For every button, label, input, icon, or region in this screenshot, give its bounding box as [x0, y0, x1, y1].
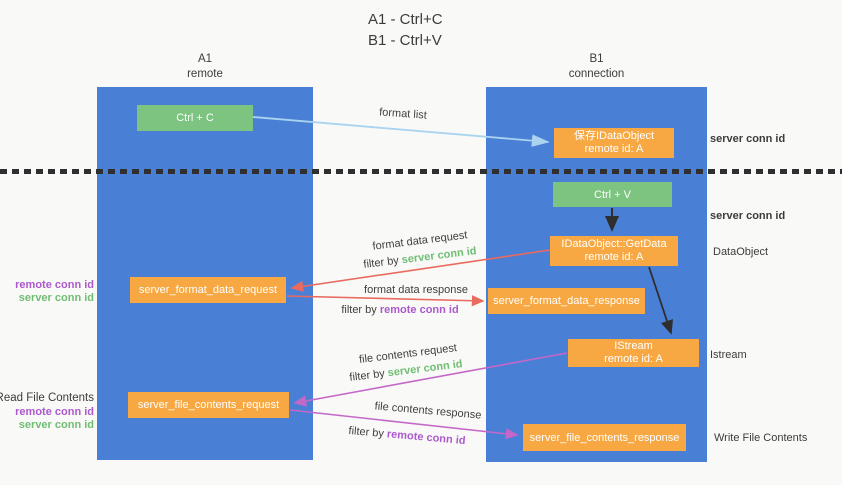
right-label-write-file-contents: Write File Contents — [714, 432, 808, 444]
title-line-2: B1 - Ctrl+V — [368, 32, 442, 49]
node-file-request-label: server_file_contents_request — [137, 399, 280, 411]
node-istream-line1: IStream — [614, 340, 653, 352]
lifeline-b1-id: B1 — [589, 53, 604, 65]
server-conn-id-text: server conn id — [401, 245, 478, 267]
lifeline-header-a1: A1 remote — [97, 52, 313, 82]
edge-label-filter-by-remote-conn-id-1: filter by remote conn id — [341, 304, 458, 316]
edge-label-filter-by-remote-conn-id-2: filter by remote conn id — [348, 425, 466, 447]
server-conn-id-text: server conn id — [387, 358, 464, 380]
file-contents-response-text: file contents response — [374, 400, 482, 422]
right-label-server-conn-id-top: server conn id — [710, 133, 786, 145]
node-server-file-contents-response: server_file_contents_response — [523, 424, 686, 451]
format-list-text: format list — [378, 106, 428, 122]
edge-label-format-list: format list — [379, 106, 427, 121]
right-label-dataobject: DataObject — [713, 246, 769, 258]
title-line-1: A1 - Ctrl+C — [368, 11, 443, 28]
left-label-remote-conn-id-2: remote conn id — [15, 406, 94, 418]
node-save-idataobject-line1: 保存IDataObject — [573, 130, 655, 142]
node-ctrl-v-label: Ctrl + V — [594, 188, 631, 201]
left-label-group-file: Read File Contents remote conn id server… — [0, 391, 94, 432]
lifeline-b1-role: connection — [568, 68, 625, 80]
node-getdata-line2: remote id: A — [584, 251, 644, 263]
filter-by-text: filter by — [348, 367, 386, 384]
arrow-format-data-response — [286, 295, 485, 307]
lifeline-a1-role: remote — [187, 68, 223, 80]
left-label-remote-conn-id-1: remote conn id — [15, 279, 94, 291]
node-ctrl-c-label: Ctrl + C — [176, 112, 214, 124]
remote-conn-id-text: remote conn id — [379, 304, 459, 316]
node-ctrl-v: Ctrl + V — [553, 182, 672, 207]
left-label-server-conn-id-1: server conn id — [18, 292, 94, 304]
node-idataobject-getdata: IDataObject::GetData remote id: A — [550, 236, 678, 266]
node-format-request-label: server_format_data_request — [138, 284, 278, 296]
diagram-title: A1 - Ctrl+C B1 - Ctrl+V — [368, 9, 443, 51]
left-label-server-conn-id-2: server conn id — [18, 419, 94, 431]
node-save-idataobject-line2: remote id: A — [584, 143, 644, 155]
node-istream-line2: remote id: A — [604, 353, 663, 365]
node-istream: IStream remote id: A — [568, 339, 699, 367]
edge-label-format-data-response: format data response — [364, 284, 468, 296]
filter-by-text: filter by — [348, 424, 385, 440]
left-label-read-file-contents: Read File Contents — [0, 392, 94, 404]
filter-by-text: filter by — [341, 304, 377, 316]
remote-conn-id-text: remote conn id — [386, 428, 466, 448]
lifeline-a1-id: A1 — [197, 53, 213, 65]
format-data-response-text: format data response — [364, 284, 468, 296]
node-ctrl-c: Ctrl + C — [137, 105, 253, 131]
filter-by-text: filter by — [362, 254, 400, 271]
node-server-format-data-request: server_format_data_request — [130, 277, 286, 303]
edge-label-file-contents-response: file contents response — [374, 400, 482, 421]
node-server-file-contents-request: server_file_contents_request — [128, 392, 289, 418]
node-format-response-label: server_format_data_response — [493, 295, 640, 307]
right-label-istream: Istream — [710, 349, 747, 361]
phase-separator-dotted-line — [0, 169, 842, 174]
node-server-format-data-response: server_format_data_response — [488, 288, 645, 314]
right-label-server-conn-id-mid: server conn id — [710, 210, 786, 222]
lifeline-header-b1: B1 connection — [486, 52, 707, 82]
node-getdata-line1: IDataObject::GetData — [561, 238, 667, 250]
left-label-group-format: remote conn id server conn id — [15, 279, 94, 305]
node-file-response-label: server_file_contents_response — [529, 431, 680, 444]
node-save-idataobject: 保存IDataObject remote id: A — [554, 128, 674, 158]
